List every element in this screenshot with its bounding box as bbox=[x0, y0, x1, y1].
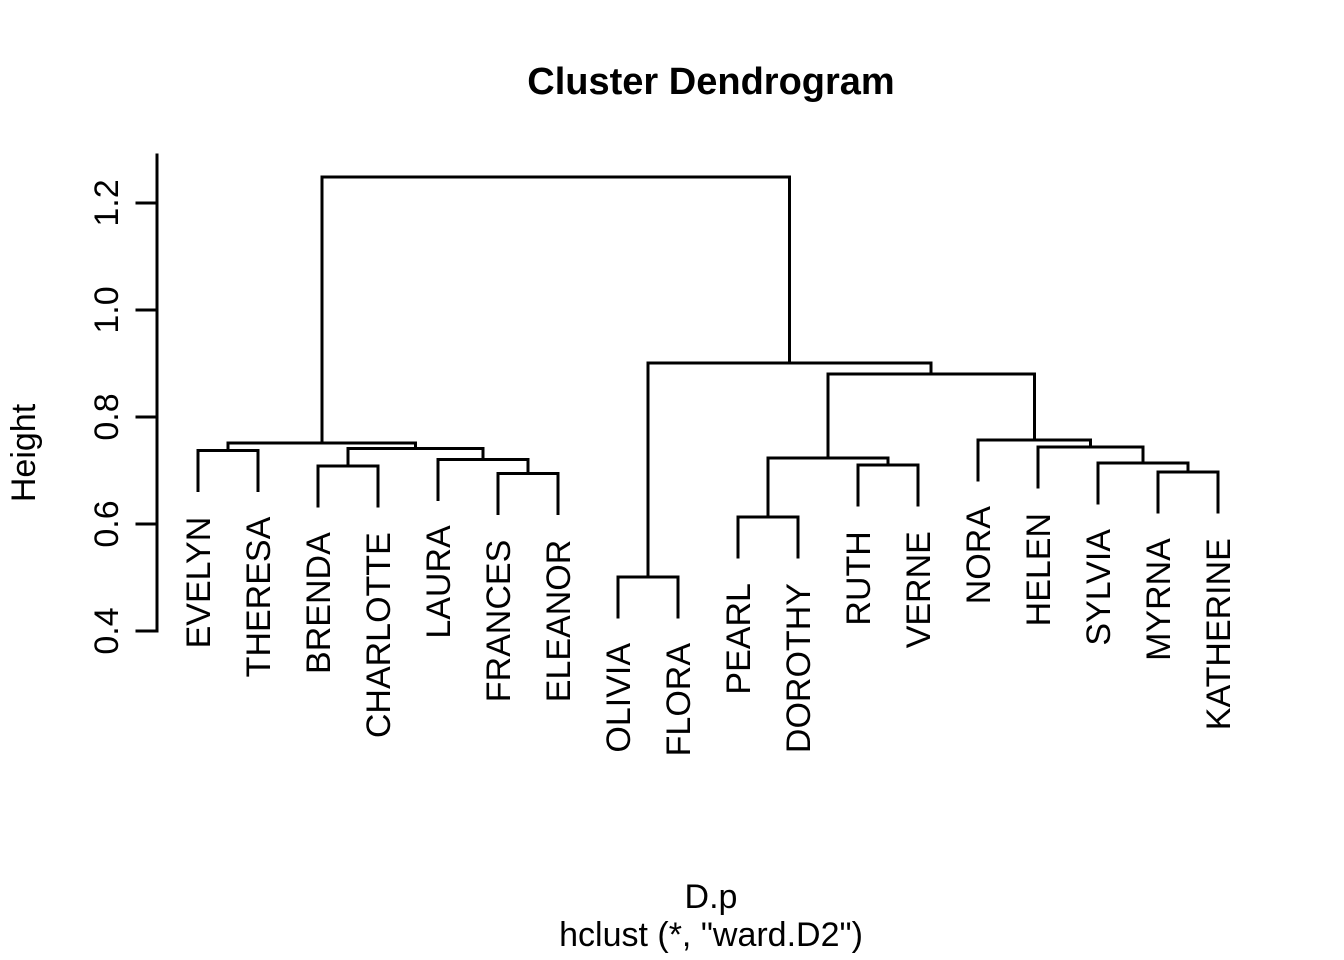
leaf-label-dorothy: DOROTHY bbox=[780, 583, 818, 753]
y-tick-label: 1.2 bbox=[88, 179, 126, 226]
y-axis-title: Height bbox=[5, 403, 43, 502]
leaf-label-evelyn: EVELYN bbox=[180, 517, 218, 649]
leaf-label-theresa: THERESA bbox=[240, 516, 278, 677]
leaf-label-myrna: MYRNA bbox=[1140, 538, 1178, 661]
y-tick-label: 1.0 bbox=[88, 286, 126, 333]
leaf-label-laura: LAURA bbox=[420, 525, 458, 639]
leaf-label-helen: HELEN bbox=[1020, 513, 1058, 626]
leaf-label-sylvia: SYLVIA bbox=[1080, 529, 1118, 646]
leaf-label-charlotte: CHARLOTTE bbox=[360, 532, 398, 738]
leaf-label-pearl: PEARL bbox=[720, 583, 758, 695]
leaf-label-nora: NORA bbox=[960, 506, 998, 605]
leaf-label-flora: FLORA bbox=[660, 643, 698, 757]
leaf-label-eleanor: ELEANOR bbox=[540, 540, 578, 703]
leaf-label-katherine: KATHERINE bbox=[1200, 538, 1238, 730]
leaf-label-frances: FRANCES bbox=[480, 540, 518, 702]
y-axis: 0.4 0.6 0.8 1.0 1.2 bbox=[88, 153, 159, 655]
leaf-label-brenda: BRENDA bbox=[300, 532, 338, 674]
x-axis-caption-method: hclust (*, "ward.D2") bbox=[559, 916, 863, 954]
x-axis-caption-data: D.p bbox=[685, 878, 738, 916]
leaf-labels: EVELYN THERESA BRENDA CHARLOTTE FRANCES ELEAN… bbox=[180, 506, 1238, 757]
dendrogram-tree bbox=[196, 175, 1220, 619]
leaf-label-ruth: RUTH bbox=[840, 531, 878, 625]
leaf-label-verne: VERNE bbox=[900, 531, 938, 648]
y-tick-label: 0.8 bbox=[88, 393, 126, 440]
leaf-label-olivia: OLIVIA bbox=[600, 643, 638, 753]
y-tick-label: 0.6 bbox=[88, 500, 126, 547]
y-tick-label: 0.4 bbox=[88, 607, 126, 654]
chart-title: Cluster Dendrogram bbox=[527, 61, 894, 103]
